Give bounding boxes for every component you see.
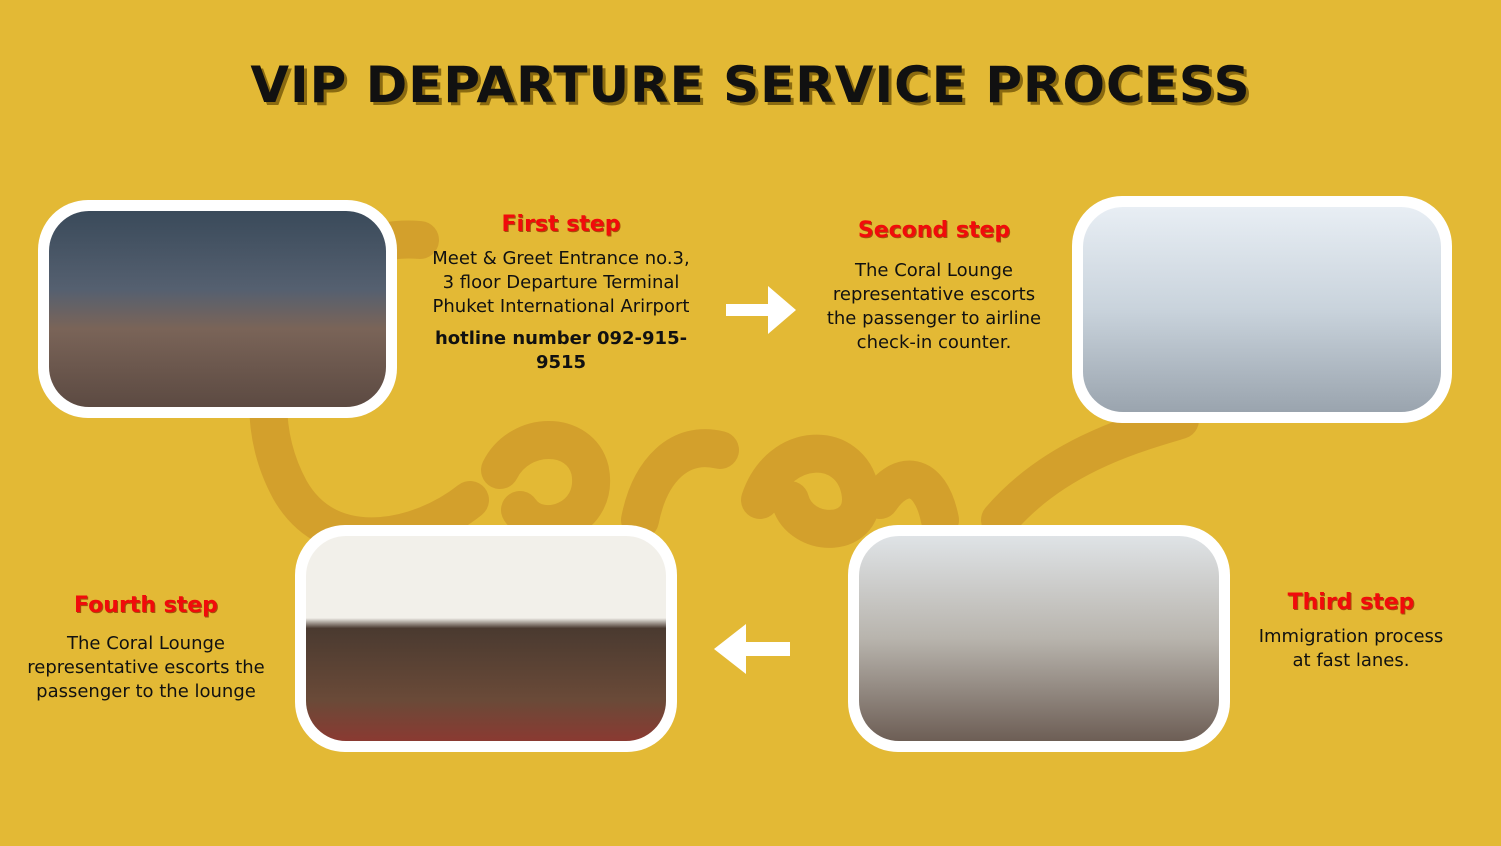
page-title: VIP DEPARTURE SERVICE PROCESS [250, 56, 1251, 114]
step-text: Phuket International Arirport [432, 296, 690, 317]
arrow-left-icon [714, 624, 790, 674]
step-heading: First step [501, 212, 621, 237]
step-heading: Fourth step [74, 593, 218, 618]
photo-immigration [848, 525, 1230, 752]
step-text: at fast lanes. [1292, 650, 1410, 671]
photo-lounge [295, 525, 677, 752]
step-first: First step Meet & Greet Entrance no.3, 3… [410, 212, 712, 375]
step-text: Meet & Greet Entrance no.3, [432, 248, 690, 269]
step-third: Third step Immigration process at fast l… [1240, 590, 1462, 673]
step-text: Immigration process [1258, 626, 1444, 647]
photo-entrance [38, 200, 397, 418]
step-heading: Third step [1287, 590, 1415, 615]
arrow-right-icon [726, 286, 796, 334]
step-text: the passenger to airline [826, 308, 1042, 329]
hotline-text: hotline number 092-915-9515 [434, 328, 688, 373]
step-text: The Coral Lounge [67, 633, 225, 654]
step-heading: Second step [857, 218, 1011, 243]
step-text: The Coral Lounge [855, 260, 1013, 281]
step-text: check-in counter. [856, 332, 1012, 353]
step-fourth: Fourth step The Coral Lounge representat… [10, 593, 282, 704]
step-second: Second step The Coral Lounge representat… [810, 218, 1058, 355]
step-text: passenger to the lounge [36, 681, 256, 702]
step-text: representative escorts the [27, 657, 265, 678]
step-text: 3 floor Departure Terminal [442, 272, 680, 293]
photo-check-in [1072, 196, 1452, 423]
step-text: representative escorts [832, 284, 1036, 305]
